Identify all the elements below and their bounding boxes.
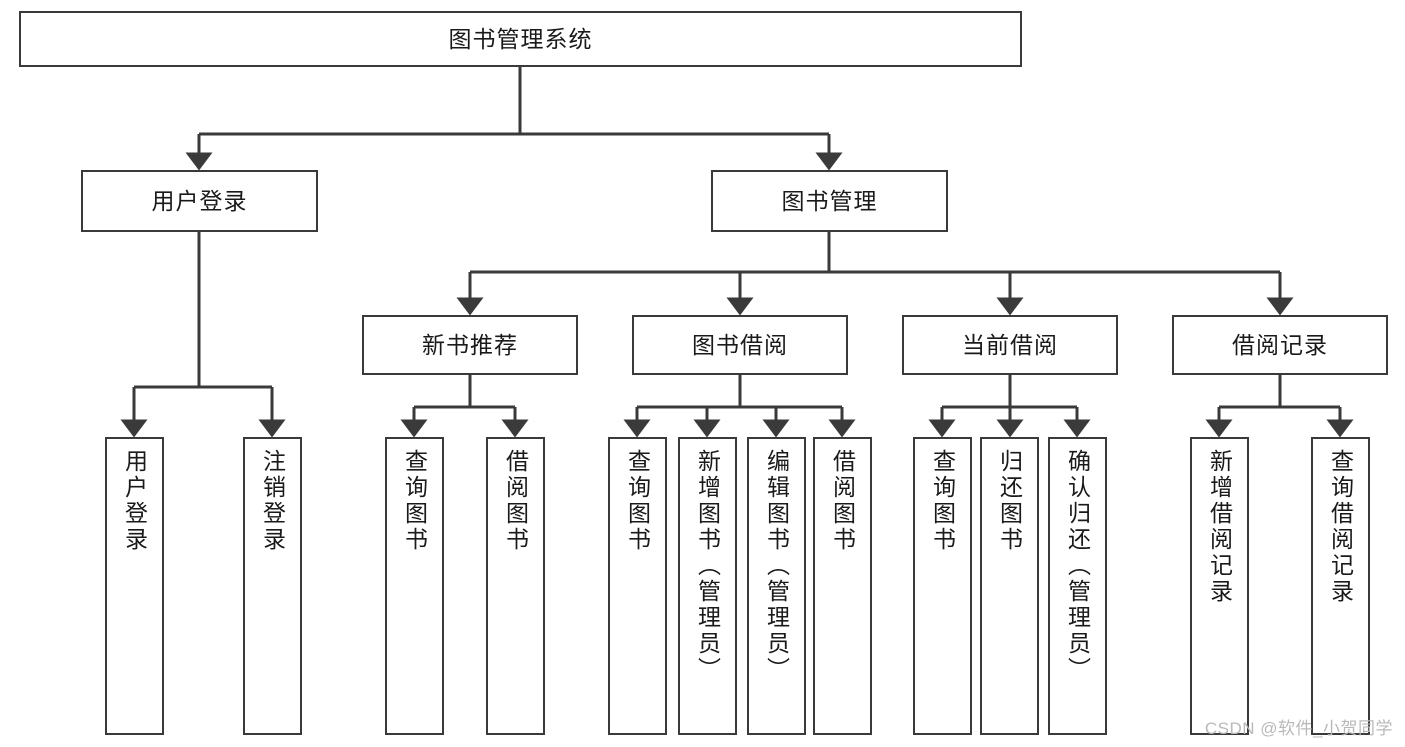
leaf-borrow-book-rec[interactable]: 借阅图书 xyxy=(486,437,545,735)
node-root[interactable]: 图书管理系统 xyxy=(19,11,1022,67)
leaf-query-borrow-record-label: 查询借阅记录 xyxy=(1327,449,1354,605)
leaf-add-book-admin-label: 新增图书（管理员） xyxy=(694,449,721,683)
node-new-book-recommendation-label: 新书推荐 xyxy=(422,332,518,358)
node-book-management[interactable]: 图书管理 xyxy=(711,170,948,232)
leaf-query-book-current-label: 查询图书 xyxy=(929,449,956,553)
leaf-query-book-borrow[interactable]: 查询图书 xyxy=(608,437,667,735)
node-current-borrow[interactable]: 当前借阅 xyxy=(902,315,1118,375)
leaf-user-login[interactable]: 用户登录 xyxy=(105,437,164,735)
leaf-add-borrow-record-label: 新增借阅记录 xyxy=(1206,449,1233,605)
node-book-borrow-label: 图书借阅 xyxy=(692,332,788,358)
leaf-return-book-label: 归还图书 xyxy=(996,449,1023,553)
leaf-query-book-rec[interactable]: 查询图书 xyxy=(385,437,444,735)
leaf-borrow-book-rec-label: 借阅图书 xyxy=(502,449,529,553)
leaf-confirm-return-admin[interactable]: 确认归还（管理员） xyxy=(1048,437,1107,735)
node-borrow-record[interactable]: 借阅记录 xyxy=(1172,315,1388,375)
node-current-borrow-label: 当前借阅 xyxy=(962,332,1058,358)
leaf-logout-label: 注销登录 xyxy=(259,449,286,553)
leaf-borrow-book[interactable]: 借阅图书 xyxy=(813,437,872,735)
leaf-return-book[interactable]: 归还图书 xyxy=(980,437,1039,735)
node-user-login[interactable]: 用户登录 xyxy=(81,170,318,232)
leaf-confirm-return-admin-label: 确认归还（管理员） xyxy=(1064,449,1091,683)
leaf-edit-book-admin-label: 编辑图书（管理员） xyxy=(763,449,790,683)
leaf-user-login-label: 用户登录 xyxy=(121,449,148,553)
leaf-query-book-current[interactable]: 查询图书 xyxy=(913,437,972,735)
node-book-borrow[interactable]: 图书借阅 xyxy=(632,315,848,375)
leaf-query-book-borrow-label: 查询图书 xyxy=(624,449,651,553)
leaf-logout[interactable]: 注销登录 xyxy=(243,437,302,735)
leaf-add-borrow-record[interactable]: 新增借阅记录 xyxy=(1190,437,1249,735)
node-new-book-recommendation[interactable]: 新书推荐 xyxy=(362,315,578,375)
node-root-label: 图书管理系统 xyxy=(448,26,593,52)
node-book-management-label: 图书管理 xyxy=(781,188,878,214)
leaf-query-book-rec-label: 查询图书 xyxy=(401,449,428,553)
watermark: CSDN @软件_小贺同学 xyxy=(1204,719,1393,738)
leaf-borrow-book-label: 借阅图书 xyxy=(829,449,856,553)
node-user-login-label: 用户登录 xyxy=(151,188,248,214)
leaf-add-book-admin[interactable]: 新增图书（管理员） xyxy=(678,437,737,735)
node-borrow-record-label: 借阅记录 xyxy=(1232,332,1328,358)
leaf-edit-book-admin[interactable]: 编辑图书（管理员） xyxy=(747,437,806,735)
leaf-query-borrow-record[interactable]: 查询借阅记录 xyxy=(1311,437,1370,735)
